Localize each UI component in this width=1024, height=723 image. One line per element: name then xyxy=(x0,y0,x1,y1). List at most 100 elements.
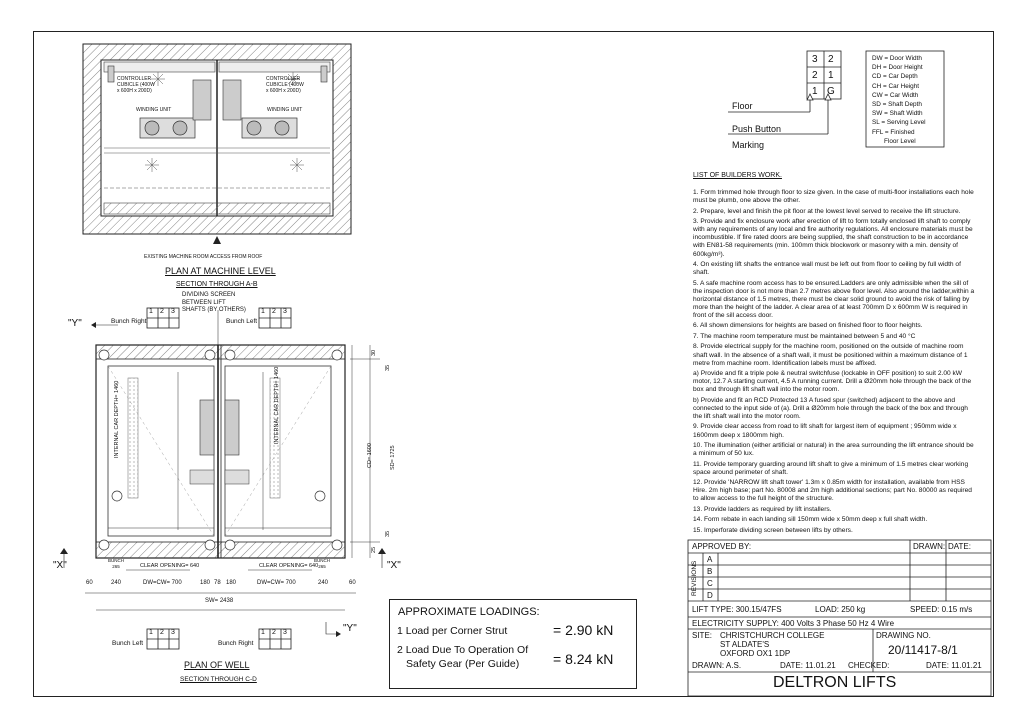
box-num: 1 xyxy=(261,308,265,315)
load-value-2: = 8.24 kN xyxy=(553,651,614,667)
dim-60-right: 60 xyxy=(349,580,356,586)
note-item: 10. The illumination (either artificial … xyxy=(693,442,974,458)
sw-dim: SW= 2438 xyxy=(205,598,234,604)
controller-cubicle-right xyxy=(320,65,328,83)
controller-label-right: CONTROLLER CUBICLE (400W x 600H x 200D) xyxy=(266,76,304,94)
company-name: DELTRON LIFTS xyxy=(773,674,897,691)
drawing-number: 20/11417-8/1 xyxy=(888,643,958,657)
note-item: a) Provide and fit a triple pole & neutr… xyxy=(693,370,972,394)
well-plan-title: PLAN OF WELL xyxy=(184,660,250,670)
drawn-header: DRAWN: xyxy=(913,542,946,551)
winding-unit-right xyxy=(241,117,298,139)
lift-load: LOAD: 250 kg xyxy=(815,605,866,614)
box-num: 2 xyxy=(160,308,164,315)
load-line-1: 1 Load per Corner Strut xyxy=(397,625,508,637)
note-item: 12. Provide 'NARROW lift shaft tower' 1.… xyxy=(693,479,972,503)
grid-cell: G xyxy=(827,86,835,97)
notes-heading: LIST OF BUILDERS WORK. xyxy=(693,172,782,179)
machine-plan-title: PLAN AT MACHINE LEVEL xyxy=(165,266,276,276)
dim-25: 25 xyxy=(371,546,377,553)
grid-cell: 3 xyxy=(812,54,818,65)
winding-unit-left xyxy=(139,117,196,139)
lift-speed: SPEED: 0.15 m/s xyxy=(910,605,973,614)
dw-cw-right: DW=CW= 700 xyxy=(257,580,296,586)
clear-opening-right: CLEAR OPENING= 640 xyxy=(259,563,319,569)
approved-by: APPROVED BY: xyxy=(692,542,752,551)
machine-level-plan xyxy=(82,43,352,244)
dim-180-left: 180 xyxy=(200,580,211,586)
dim-35-top: 35 xyxy=(385,364,391,371)
controller-cubicle-left xyxy=(107,65,115,83)
access-arrow-icon xyxy=(213,236,221,244)
winding-label-right: WINDING UNIT xyxy=(267,107,303,113)
box-num: 1 xyxy=(149,629,153,636)
rev-letter: A xyxy=(707,555,713,564)
bunch-left-bottom: Bunch Left xyxy=(112,640,144,647)
checked-label: CHECKED: xyxy=(848,661,890,670)
loadings-box xyxy=(389,599,637,689)
y-marker-bottom: "Y" xyxy=(343,623,357,634)
title-block xyxy=(687,539,992,697)
load-line-2a: 2 Load Due To Operation Of xyxy=(397,644,529,656)
box-num: 3 xyxy=(171,629,175,636)
note-item: 5. A safe machine room access has to be … xyxy=(693,279,975,319)
button-grid xyxy=(728,50,945,148)
well-plan xyxy=(60,310,386,637)
grid-cell: 2 xyxy=(812,70,818,81)
note-item: 2. Prepare, level and finish the pit flo… xyxy=(693,207,961,215)
y-marker-top: "Y" xyxy=(68,318,82,329)
drawing-border xyxy=(33,31,994,697)
dividing-screen-note: DIVIDING SCREEN BETWEEN LIFT SHAFTS (BY … xyxy=(182,292,246,313)
grid-cell: 1 xyxy=(828,70,834,81)
date-header: DATE: xyxy=(948,542,971,551)
electricity-supply: ELECTRICITY SUPPLY: 400 Volts 3 Phase 50… xyxy=(692,619,895,628)
checked-date: DATE: 11.01.21 xyxy=(926,661,982,670)
rev-letter: D xyxy=(707,591,713,600)
dim-240-left: 240 xyxy=(111,580,122,586)
marking-label: Marking xyxy=(732,140,765,150)
drawn-date: DATE: 11.01.21 xyxy=(780,661,836,670)
builders-work-notes: LIST OF BUILDERS WORK. 1. Form trimmed h… xyxy=(693,172,976,537)
box-num: 3 xyxy=(283,629,287,636)
well-plan-section: SECTION THROUGH C-D xyxy=(180,676,257,683)
load-line-2b: Safety Gear (Per Guide) xyxy=(406,658,520,670)
x-marker-left: "X" xyxy=(53,560,67,571)
push-button-label: Push Button xyxy=(732,124,782,134)
grid-cell: 2 xyxy=(828,54,834,65)
cd-dim: CD= 1600 xyxy=(367,443,373,468)
machine-plan-section: SECTION THROUGH A-B xyxy=(176,281,258,288)
sd-dim: SD= 1725 xyxy=(390,445,396,470)
note-item: 14. Form rebate in each landing sill 150… xyxy=(693,516,928,524)
internal-depth-left: INTERNAL CAR DEPTH= 1460 xyxy=(114,380,120,458)
load-value-1: = 2.90 kN xyxy=(553,622,614,638)
note-item: 6. All shown dimensions for heights are … xyxy=(693,322,923,330)
loadings-title: APPROXIMATE LOADINGS: xyxy=(398,606,540,618)
internal-depth-right: INTERNAL CAR DEPTH= 1460 xyxy=(274,366,280,444)
lift-type: LIFT TYPE: 300.15/47FS xyxy=(692,605,782,614)
dim-180-right: 180 xyxy=(226,580,237,586)
dim-30: 30 xyxy=(371,349,377,356)
box-num: 2 xyxy=(272,629,276,636)
note-item: 8. Provide electrical supply for the mac… xyxy=(693,343,968,367)
rev-letter: C xyxy=(707,579,713,588)
note-item: 11. Provide temporary guarding around li… xyxy=(693,460,969,476)
floor-label: Floor xyxy=(732,101,753,111)
note-item: 4. On existing lift shafts the entrance … xyxy=(693,261,961,277)
note-item: 15. Imperforate dividing screen between … xyxy=(693,526,853,534)
access-note: EXISTING MACHINE ROOM ACCESS FROM ROOF xyxy=(144,254,263,260)
dim-240-right: 240 xyxy=(318,580,329,586)
box-num: 2 xyxy=(272,308,276,315)
note-item: 3. Provide and fix enclosure work after … xyxy=(693,218,973,258)
x-marker-right: "X" xyxy=(387,560,401,571)
drawing-no-label: DRAWING NO. xyxy=(876,631,931,640)
dim-35-bottom: 35 xyxy=(385,530,391,537)
dim-78: 78 xyxy=(214,580,221,586)
note-item: 1. Form trimmed hole through floor to si… xyxy=(693,189,974,205)
box-num: 1 xyxy=(261,629,265,636)
revisions-label: REVISIONS xyxy=(691,560,698,596)
bunch-left-top: Bunch Left xyxy=(226,318,258,325)
